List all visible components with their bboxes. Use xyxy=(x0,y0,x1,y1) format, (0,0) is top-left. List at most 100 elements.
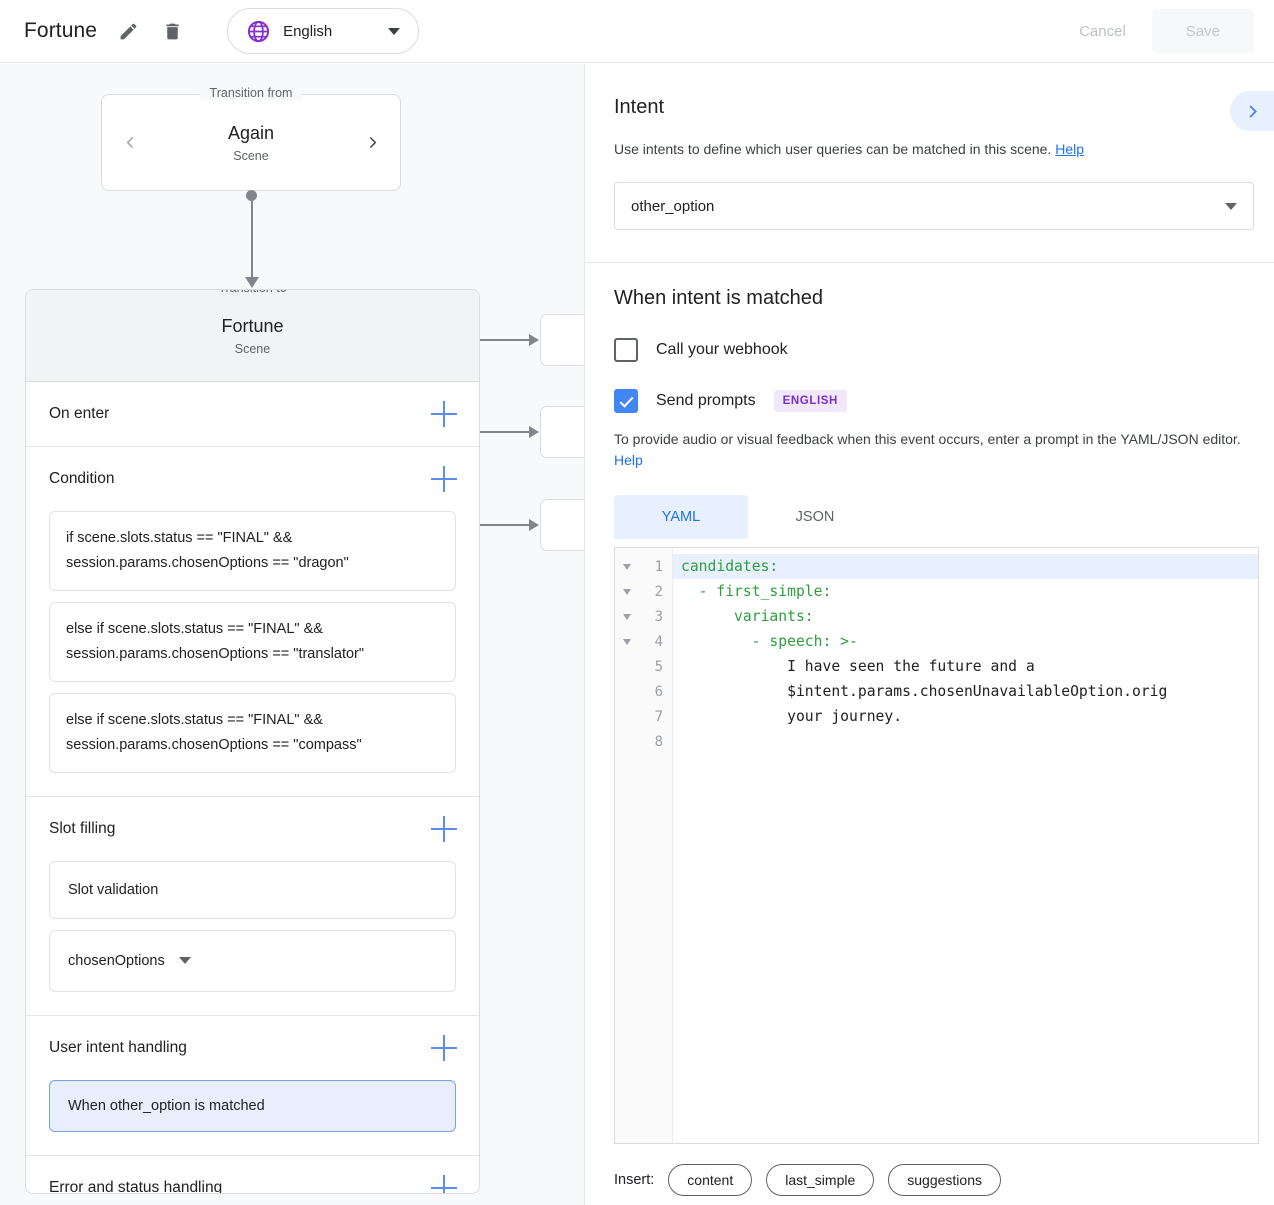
slot-name-label: chosenOptions xyxy=(68,952,165,969)
gutter-row: 7 xyxy=(615,704,672,729)
add-intent-handler-button[interactable] xyxy=(431,1034,457,1061)
code-line: variants: xyxy=(673,604,1258,629)
prompt-help-description: To provide audio or visual feedback when… xyxy=(614,429,1246,471)
intent-handler-item-selected[interactable]: When other_option is matched xyxy=(49,1079,456,1132)
condition-item[interactable]: if scene.slots.status == "FINAL" && sess… xyxy=(49,511,456,591)
globe-icon xyxy=(248,20,270,42)
call-webhook-checkbox[interactable] xyxy=(614,338,638,362)
condition-expression: if scene.slots.status == "FINAL" && sess… xyxy=(66,530,349,571)
pencil-icon xyxy=(120,23,136,39)
tab-json[interactable]: JSON xyxy=(795,509,835,525)
condition-target-box[interactable] xyxy=(540,314,584,366)
send-prompts-checkbox-row[interactable]: Send prompts ENGLISH xyxy=(614,389,1246,413)
add-slot-button[interactable] xyxy=(431,815,457,842)
gutter-row: 5 xyxy=(615,654,672,679)
code-line: - first_simple: xyxy=(673,579,1258,604)
expand-panel-button[interactable] xyxy=(1230,91,1274,131)
intent-description-text: Use intents to define which user queries… xyxy=(614,141,1056,157)
add-error-handler-button[interactable] xyxy=(431,1175,457,1193)
webhook-checkbox-row[interactable]: Call your webhook xyxy=(614,338,1246,362)
insert-label: Insert: xyxy=(614,1172,655,1188)
intent-detail-panel: Intent Use intents to define which user … xyxy=(586,64,1274,1205)
tab-yaml[interactable]: YAML xyxy=(614,495,748,539)
condition-target-box[interactable] xyxy=(540,499,584,551)
transition-to-type: Scene xyxy=(234,341,271,356)
section-title-on-enter: On enter xyxy=(49,405,110,422)
code-line-text: candidates: xyxy=(681,558,779,575)
intent-section: Intent Use intents to define which user … xyxy=(586,64,1274,230)
transition-from-name: Again xyxy=(227,123,275,144)
save-button[interactable]: Save xyxy=(1151,9,1254,53)
editor-code-area[interactable]: candidates: - first_simple: variants: - … xyxy=(673,548,1258,1143)
chevron-right-icon xyxy=(369,137,376,148)
connector-line xyxy=(251,196,253,281)
language-selector[interactable]: English xyxy=(227,8,420,54)
editor-format-tabs: YAML JSON xyxy=(614,495,1246,539)
condition-item[interactable]: else if scene.slots.status == "FINAL" &&… xyxy=(49,692,456,773)
code-line: I have seen the future and a xyxy=(673,654,1258,679)
code-line-text: $intent.params.chosenUnavailableOption.o… xyxy=(681,683,1168,700)
line-number: 3 xyxy=(654,608,663,625)
connector-dot xyxy=(246,190,257,201)
section-header-condition: Condition xyxy=(26,447,479,511)
trash-icon xyxy=(165,23,179,39)
condition-item[interactable]: else if scene.slots.status == "FINAL" &&… xyxy=(49,601,456,682)
intent-help-link[interactable]: Help xyxy=(1055,141,1085,157)
condition-edge-line xyxy=(460,339,534,341)
gutter-row: 8 xyxy=(615,729,672,754)
slot-validation-label: Slot validation xyxy=(68,881,159,898)
intent-handler-label: When other_option is matched xyxy=(68,1097,265,1114)
line-number: 4 xyxy=(654,633,663,650)
add-condition-button[interactable] xyxy=(431,466,457,492)
send-prompts-checkbox[interactable] xyxy=(614,389,638,413)
transition-from-card[interactable]: Transition from Again Scene xyxy=(101,86,401,191)
intent-select[interactable]: other_option xyxy=(614,182,1254,230)
slot-validation-item[interactable]: Slot validation xyxy=(49,860,456,919)
slot-item-chosenoptions[interactable]: chosenOptions xyxy=(49,929,456,992)
language-label: English xyxy=(283,22,333,40)
cancel-button[interactable]: Cancel xyxy=(1079,22,1126,40)
when-matched-title: When intent is matched xyxy=(614,287,823,309)
line-number: 6 xyxy=(654,683,663,700)
fold-arrow-icon[interactable] xyxy=(623,613,631,620)
line-number: 2 xyxy=(654,583,663,600)
transition-to-header[interactable]: Transition to Fortune Scene xyxy=(26,290,479,382)
transition-to-legend: Transition to xyxy=(208,290,297,295)
section-header-user-intent-handling: User intent handling xyxy=(26,1016,479,1080)
delete-button[interactable] xyxy=(155,14,189,48)
code-line: your journey. xyxy=(673,704,1258,729)
code-line: $intent.params.chosenUnavailableOption.o… xyxy=(673,679,1258,704)
section-condition: Condition if scene.slots.status == "FINA… xyxy=(26,447,479,797)
transition-to-name: Fortune xyxy=(221,316,284,337)
section-title-user-intent-handling: User intent handling xyxy=(49,1038,187,1056)
section-title-error-status-handling: Error and status handling xyxy=(49,1179,223,1194)
section-error-status-handling: Error and status handling xyxy=(26,1156,479,1194)
caret-down-icon[interactable] xyxy=(178,957,191,965)
fold-arrow-icon[interactable] xyxy=(623,588,631,595)
insert-chip-content[interactable]: content xyxy=(668,1164,753,1196)
chevron-right-icon xyxy=(1248,104,1257,118)
fold-arrow-icon[interactable] xyxy=(623,638,631,645)
scene-graph-panel: Transition from Again Scene Transition xyxy=(0,64,585,1205)
prev-scene-button[interactable] xyxy=(116,129,144,157)
section-divider xyxy=(586,262,1274,263)
section-slot-filling: Slot filling Slot validation chosenOptio… xyxy=(26,797,479,1016)
gutter-row: 3 xyxy=(615,604,672,629)
code-line-text: - speech: >- xyxy=(681,633,858,650)
prompt-help-link[interactable]: Help xyxy=(614,452,643,468)
edit-pencil-button[interactable] xyxy=(111,14,145,48)
insert-chip-last-simple[interactable]: last_simple xyxy=(766,1164,875,1196)
insert-chip-suggestions[interactable]: suggestions xyxy=(888,1164,1001,1196)
condition-expression: else if scene.slots.status == "FINAL" &&… xyxy=(66,620,365,662)
yaml-code-editor[interactable]: 1 2 3 4 5 6 7 8 candidates: - first_simp… xyxy=(614,547,1259,1144)
line-number: 1 xyxy=(654,558,663,575)
fold-arrow-icon[interactable] xyxy=(623,563,631,570)
section-title-slot-filling: Slot filling xyxy=(49,819,116,837)
code-line-text: variants: xyxy=(681,608,814,625)
condition-edge-arrow-icon xyxy=(529,519,539,531)
add-on-enter-button[interactable] xyxy=(431,401,457,427)
condition-target-box[interactable] xyxy=(540,406,584,458)
next-scene-button[interactable] xyxy=(358,129,386,157)
gutter-row: 1 xyxy=(615,554,672,579)
caret-down-icon xyxy=(1225,202,1237,210)
